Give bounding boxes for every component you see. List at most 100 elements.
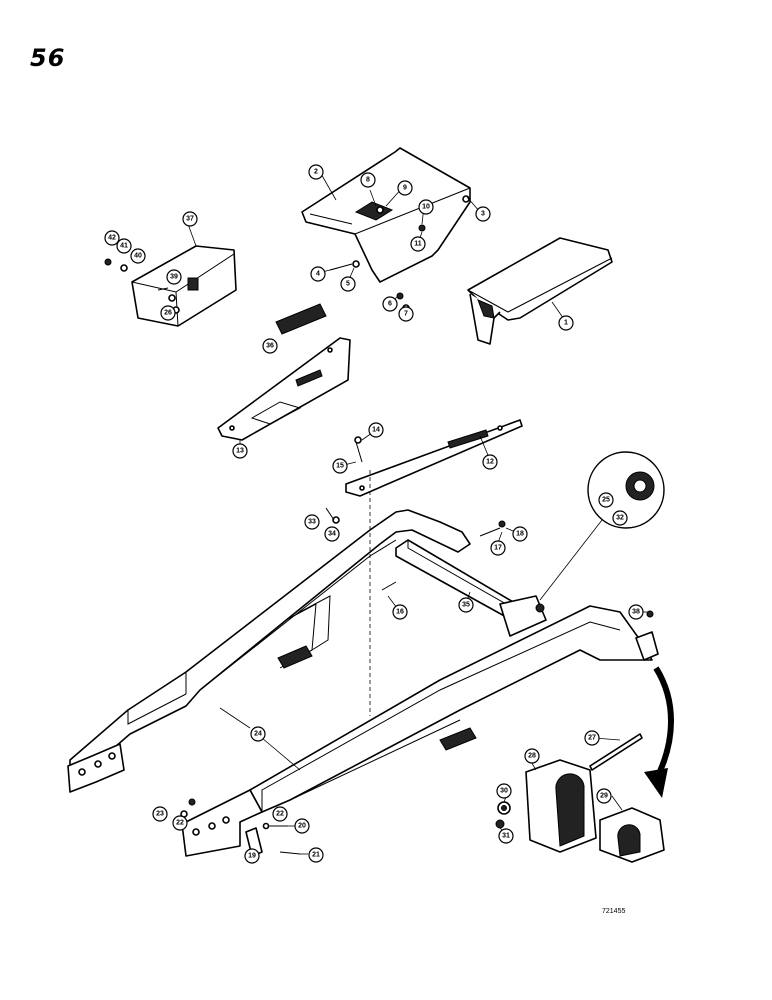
svg-text:11: 11 xyxy=(414,241,422,248)
svg-text:42: 42 xyxy=(108,235,116,242)
svg-text:6: 6 xyxy=(388,301,392,308)
svg-text:39: 39 xyxy=(170,274,178,281)
callout-31: 31 xyxy=(498,828,514,844)
callout-10: 10 xyxy=(418,199,434,215)
callout-27: 27 xyxy=(584,730,600,746)
callout-2: 2 xyxy=(308,164,324,180)
floor-plate-left-part xyxy=(217,337,351,441)
callout-17: 17 xyxy=(490,540,506,556)
callout-41: 41 xyxy=(116,238,132,254)
callout-39: 39 xyxy=(166,269,182,285)
callout-37: 37 xyxy=(182,211,198,227)
bracket-part xyxy=(525,759,597,853)
callout-23: 23 xyxy=(152,806,168,822)
callout-35: 35 xyxy=(458,597,474,613)
svg-text:28: 28 xyxy=(528,753,536,760)
svg-text:38: 38 xyxy=(632,609,640,616)
seat-box-part xyxy=(301,147,471,283)
svg-text:14: 14 xyxy=(372,427,380,434)
callout-30: 30 xyxy=(496,783,512,799)
callout-3: 3 xyxy=(475,206,491,222)
callout-40: 40 xyxy=(130,248,146,264)
callout-4: 4 xyxy=(310,266,326,282)
tool-box-part xyxy=(131,245,237,327)
callout-20: 20 xyxy=(294,818,310,834)
callout-22-right: 22 xyxy=(272,806,288,822)
callout-14: 14 xyxy=(368,422,384,438)
detail-view-circle xyxy=(539,451,665,601)
svg-text:17: 17 xyxy=(494,545,502,552)
callout-33: 33 xyxy=(304,514,320,530)
svg-text:27: 27 xyxy=(588,735,596,742)
svg-text:22: 22 xyxy=(276,811,284,818)
callout-22-left: 22 xyxy=(172,815,188,831)
figure-code: 721455 xyxy=(602,908,626,915)
callout-16: 16 xyxy=(392,604,408,620)
svg-text:2: 2 xyxy=(314,169,318,176)
svg-text:41: 41 xyxy=(120,243,128,250)
callout-11: 11 xyxy=(410,236,426,252)
callout-29: 29 xyxy=(596,788,612,804)
svg-text:33: 33 xyxy=(308,519,316,526)
svg-text:5: 5 xyxy=(346,281,350,288)
svg-text:3: 3 xyxy=(481,211,485,218)
svg-text:24: 24 xyxy=(254,731,262,738)
svg-text:32: 32 xyxy=(616,515,624,522)
callout-9: 9 xyxy=(397,180,413,196)
svg-text:34: 34 xyxy=(328,531,336,538)
callout-15: 15 xyxy=(332,458,348,474)
svg-text:7: 7 xyxy=(404,311,408,318)
svg-text:29: 29 xyxy=(600,793,608,800)
assembly-arrow xyxy=(644,666,674,798)
cap-part xyxy=(599,807,665,863)
decal-part xyxy=(275,303,327,335)
callout-28: 28 xyxy=(524,748,540,764)
svg-text:18: 18 xyxy=(516,531,524,538)
callout-19: 19 xyxy=(244,848,260,864)
pedal-linkage-part xyxy=(277,595,331,669)
svg-text:22: 22 xyxy=(176,820,184,827)
svg-text:16: 16 xyxy=(396,609,404,616)
callout-12: 12 xyxy=(482,454,498,470)
callout-1: 1 xyxy=(558,315,574,331)
svg-text:25: 25 xyxy=(602,497,610,504)
svg-text:12: 12 xyxy=(486,459,494,466)
callout-34: 34 xyxy=(324,526,340,542)
svg-text:36: 36 xyxy=(266,343,274,350)
svg-text:31: 31 xyxy=(502,833,510,840)
svg-text:10: 10 xyxy=(422,204,430,211)
svg-text:4: 4 xyxy=(316,271,320,278)
page-number: 56 xyxy=(30,44,66,72)
callout-6: 6 xyxy=(382,296,398,312)
callout-25: 25 xyxy=(598,492,614,508)
callout-5: 5 xyxy=(340,276,356,292)
callout-38: 38 xyxy=(628,604,644,620)
callout-21: 21 xyxy=(308,847,324,863)
svg-text:1: 1 xyxy=(564,320,568,327)
floor-plate-right-part xyxy=(345,419,523,497)
svg-text:23: 23 xyxy=(156,811,164,818)
svg-text:15: 15 xyxy=(336,463,344,470)
callout-26: 26 xyxy=(160,305,176,321)
callout-13: 13 xyxy=(232,443,248,459)
callout-42: 42 xyxy=(104,230,120,246)
svg-text:30: 30 xyxy=(500,788,508,795)
svg-text:20: 20 xyxy=(298,823,306,830)
callout-24: 24 xyxy=(250,726,266,742)
callout-18: 18 xyxy=(512,526,528,542)
right-frame-rail-part xyxy=(181,595,659,857)
svg-text:40: 40 xyxy=(134,253,142,260)
callout-32: 32 xyxy=(612,510,628,526)
svg-text:35: 35 xyxy=(462,602,470,609)
svg-text:13: 13 xyxy=(236,448,244,455)
callout-36: 36 xyxy=(262,338,278,354)
seat-cushion-part xyxy=(467,237,613,345)
svg-text:8: 8 xyxy=(366,177,370,184)
callout-7: 7 xyxy=(398,306,414,322)
bolt-27-part xyxy=(589,733,643,771)
svg-text:26: 26 xyxy=(164,310,172,317)
callout-8: 8 xyxy=(360,172,376,188)
svg-text:19: 19 xyxy=(248,853,256,860)
svg-text:37: 37 xyxy=(186,216,194,223)
